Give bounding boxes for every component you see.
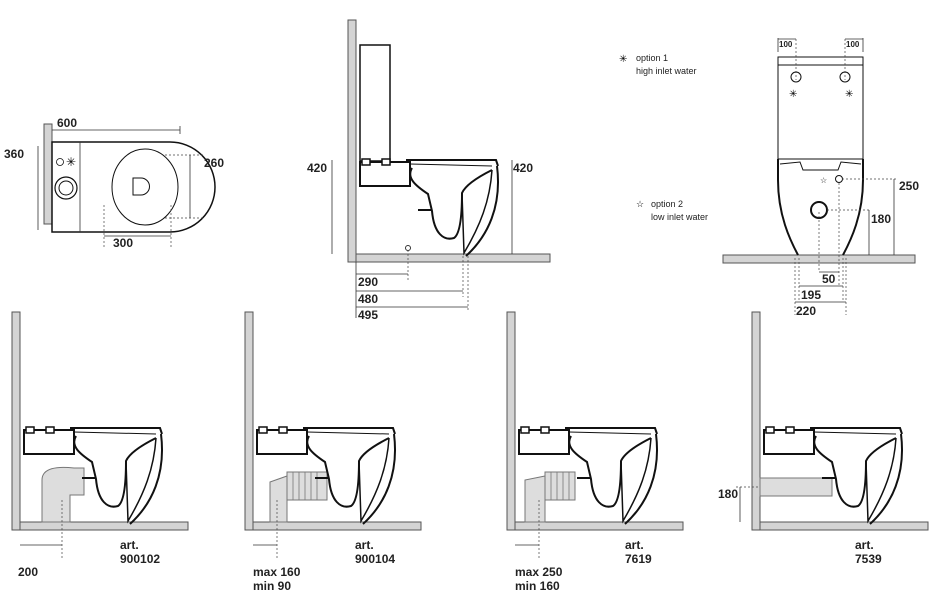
svg-text:☆: ☆ bbox=[820, 176, 827, 185]
panel2-art-label: art. bbox=[355, 538, 374, 552]
dim-495: 495 bbox=[358, 308, 378, 322]
panel4-art-label: art. bbox=[855, 538, 874, 552]
side-view: 420 420 290 480 495 bbox=[307, 19, 551, 322]
panel2-dim-max: max 160 bbox=[253, 565, 301, 579]
dim-seat: 260 bbox=[204, 156, 224, 170]
panel3-dim-max: max 250 bbox=[515, 565, 563, 579]
panel-7539: 180 art. 7539 bbox=[718, 311, 929, 566]
asterisk-icon: ✳ bbox=[619, 54, 627, 65]
star-outline-icon: ☆ bbox=[636, 199, 644, 209]
panel3-art-label: art. bbox=[625, 538, 644, 552]
dim-220: 220 bbox=[796, 304, 816, 318]
dim-height-left: 420 bbox=[307, 161, 327, 175]
high-inlet-marker-icon: ✳ bbox=[66, 155, 76, 169]
dim-width: 600 bbox=[57, 116, 77, 130]
panel1-art-number: 900102 bbox=[120, 552, 160, 566]
legend: ✳ option 1 high inlet water ☆ option 2 l… bbox=[619, 53, 708, 222]
panel4-dim: 180 bbox=[718, 487, 738, 501]
legend-option2-desc: low inlet water bbox=[651, 212, 708, 222]
dim-290: 290 bbox=[358, 275, 378, 289]
panel2-art-number: 900104 bbox=[355, 552, 395, 566]
legend-option2: option 2 bbox=[651, 199, 683, 209]
svg-text:✳: ✳ bbox=[845, 89, 853, 100]
dim-50: 50 bbox=[822, 272, 836, 286]
panel3-dim-min: min 160 bbox=[515, 579, 560, 593]
panel1-dim: 200 bbox=[18, 565, 38, 579]
legend-option1-desc: high inlet water bbox=[636, 66, 697, 76]
panel-900104: max 160 min 90 art. 900104 bbox=[244, 311, 422, 593]
dim-offset: 300 bbox=[113, 236, 133, 250]
panel2-dim-min: min 90 bbox=[253, 579, 291, 593]
dim-left-offset: 100 bbox=[779, 40, 793, 49]
dim-195: 195 bbox=[801, 288, 821, 302]
dim-low: 180 bbox=[871, 212, 891, 226]
dim-right-offset: 100 bbox=[846, 40, 860, 49]
panel4-art-number: 7539 bbox=[855, 552, 882, 566]
panel3-art-number: 7619 bbox=[625, 552, 652, 566]
legend-option1: option 1 bbox=[636, 53, 668, 63]
dim-height-right: 420 bbox=[513, 161, 533, 175]
panel-900102: 200 art. 900102 bbox=[11, 311, 189, 579]
panel-7619: max 250 min 160 art. 7619 bbox=[506, 311, 684, 593]
svg-text:✳: ✳ bbox=[789, 89, 797, 100]
dim-high: 250 bbox=[899, 179, 919, 193]
top-view: ✳ 600 360 260 300 bbox=[4, 116, 224, 250]
dim-480: 480 bbox=[358, 292, 378, 306]
front-view: ✳ ✳ ☆ 100 100 250 180 50 195 220 bbox=[722, 38, 919, 318]
dim-depth: 360 bbox=[4, 147, 24, 161]
panel1-art-label: art. bbox=[120, 538, 139, 552]
